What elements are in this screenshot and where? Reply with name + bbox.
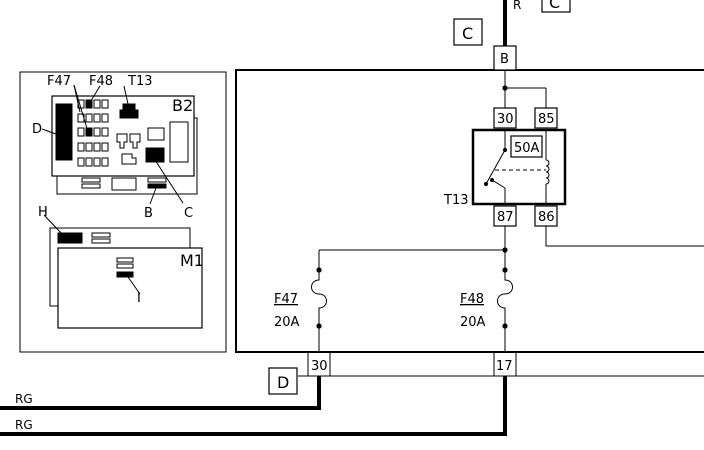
fuse-f48 [497,270,513,326]
svg-text:C: C [549,0,560,12]
locator-label-t13: T13 [127,74,152,89]
relay-rating: 50A [514,141,540,156]
svg-text:B: B [500,52,509,67]
relay-coil [545,159,550,185]
pin-30-out: 30 [311,359,328,374]
relay-rating-box [510,135,543,158]
svg-text:85: 85 [538,112,555,127]
locator-b-block [147,183,167,189]
wire-label-rg-1: RG [15,392,33,406]
pin-17-out: 17 [496,359,513,374]
wire-label-rg-2: RG [15,418,33,432]
module-m1 [57,247,203,329]
wire-label-r: R [513,0,521,12]
locator-label-f47: F47 [47,74,71,89]
fuse-f48-name: F48 [460,292,484,307]
locator-label-b2: B2 [172,96,193,115]
relay-label: T13 [443,193,468,208]
connector-c [453,18,483,46]
svg-text:87: 87 [497,210,514,225]
fusebox-enclosure [235,69,704,353]
wire-rg-2 [0,376,507,436]
connector-c-top-right [541,0,571,13]
locator-inset: F47 F48 T13 B2 D B C H M1 I [19,71,227,353]
wire-rg-1 [0,376,321,410]
locator-label-d: D [32,122,42,137]
svg-text:86: 86 [538,210,555,225]
locator-label-i: I [137,291,141,306]
fuse-f48-rating: 20A [460,315,486,330]
locator-i-block [116,271,134,278]
connector-c-label: C [462,24,473,43]
locator-h-block [57,232,83,244]
fuse-f47-name: F47 [274,292,298,307]
locator-label-b: B [144,206,153,221]
locator-c-block [145,147,165,163]
locator-label-m1: M1 [180,251,204,270]
locator-frame [19,71,227,353]
fuse-f47-rating: 20A [274,315,300,330]
locator-label-c: C [184,206,193,221]
connector-d-label: D [277,373,289,392]
connector-d-block [55,103,73,161]
svg-text:30: 30 [497,112,514,127]
relay-pin-85 [534,107,558,129]
relay-pin-30 [493,107,517,129]
connector-d [268,367,298,395]
locator-label-h: H [38,205,48,220]
fuse-f47 [311,270,327,326]
locator-label-f48: F48 [89,74,113,89]
